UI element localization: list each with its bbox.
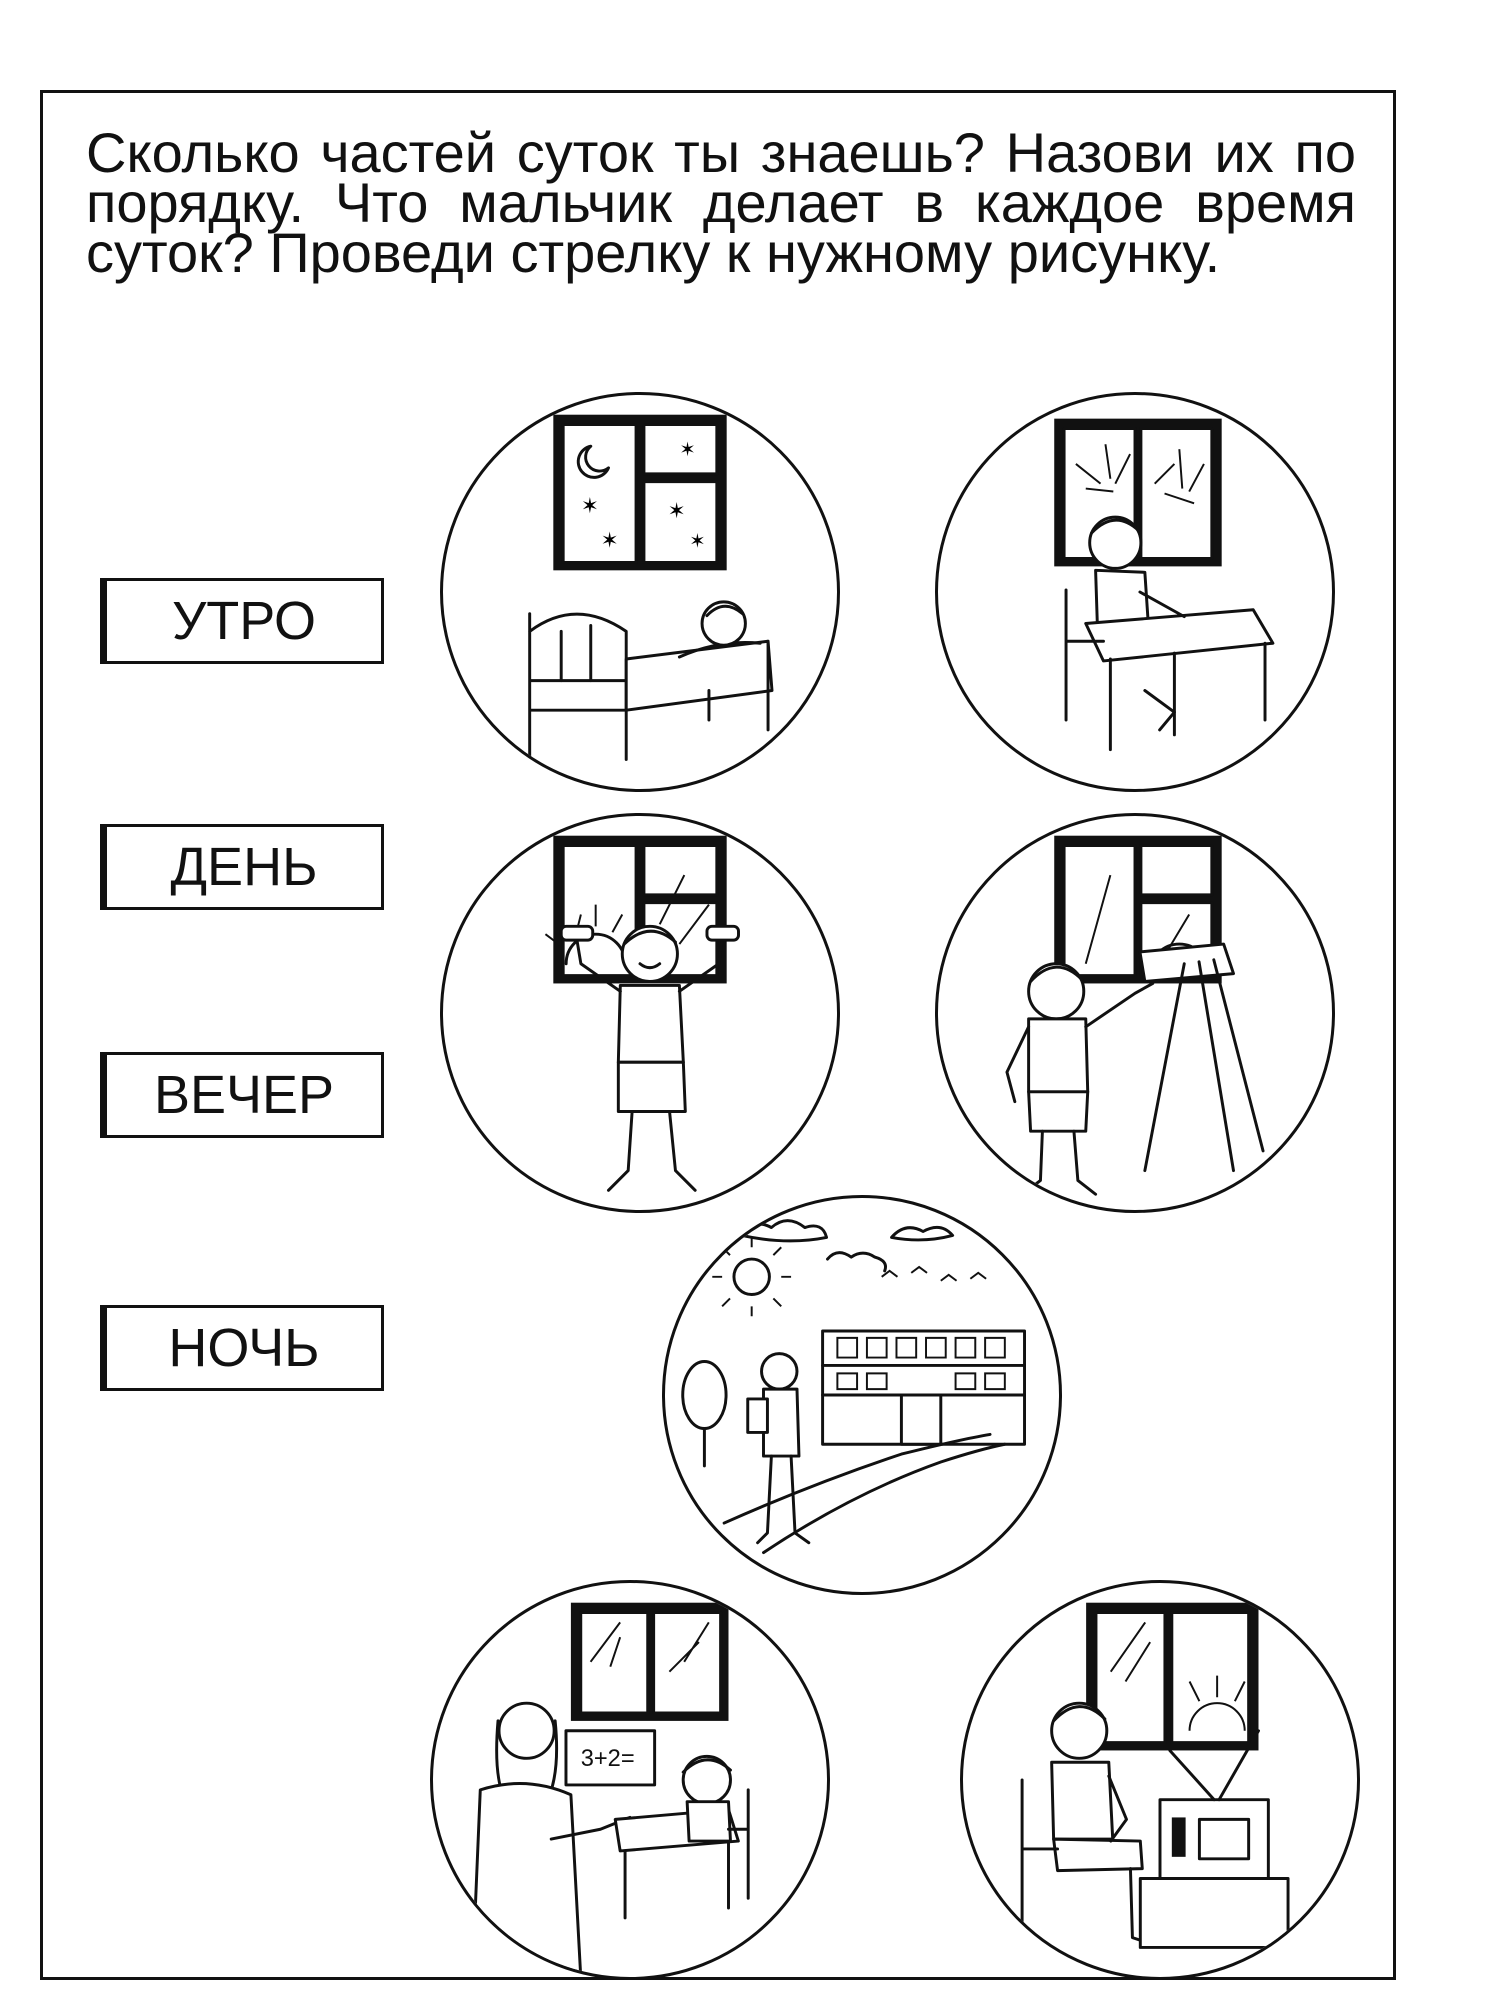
svg-text:✶: ✶ (668, 498, 686, 523)
svg-text:✶: ✶ (679, 439, 696, 461)
picture-boy-sleeping[interactable]: ✶ ✶ ✶ ✶ ✶ (440, 392, 840, 792)
picture-boy-tv[interactable] (960, 1580, 1360, 1980)
boy-doing-exercises-with-dumbbells-icon (544, 835, 740, 1192)
boy-walking-to-school-icon (681, 1219, 1027, 1555)
label-morning[interactable]: УТРО (100, 578, 384, 664)
label-day[interactable]: ДЕНЬ (100, 824, 384, 910)
boy-painting-at-easel-icon (1005, 835, 1265, 1196)
svg-text:✶: ✶ (689, 531, 706, 553)
svg-text:✶: ✶ (581, 493, 599, 518)
svg-text:✶: ✶ (601, 528, 619, 553)
picture-boy-school-walk[interactable] (662, 1195, 1062, 1595)
label-night[interactable]: НОЧЬ (100, 1305, 384, 1391)
board-math-text: 3+2= (581, 1746, 635, 1772)
label-evening[interactable]: ВЕЧЕР (100, 1052, 384, 1138)
picture-boy-painting[interactable] (935, 813, 1335, 1213)
boy-watching-tv-icon (1020, 1602, 1290, 1949)
picture-lesson[interactable]: 3+2= (430, 1580, 830, 1980)
boy-sleeping-in-bed-at-night-icon: ✶ ✶ ✶ ✶ ✶ (528, 414, 774, 761)
boy-writing-at-desk-icon (1054, 418, 1275, 752)
task-text: Сколько частей суток ты знаешь? Назови и… (86, 121, 1356, 284)
teacher-and-boy-at-lesson-icon: 3+2= (470, 1602, 750, 1977)
picture-boy-exercise[interactable] (440, 813, 840, 1213)
worksheet-frame (40, 90, 1396, 1980)
picture-boy-homework[interactable] (935, 392, 1335, 792)
